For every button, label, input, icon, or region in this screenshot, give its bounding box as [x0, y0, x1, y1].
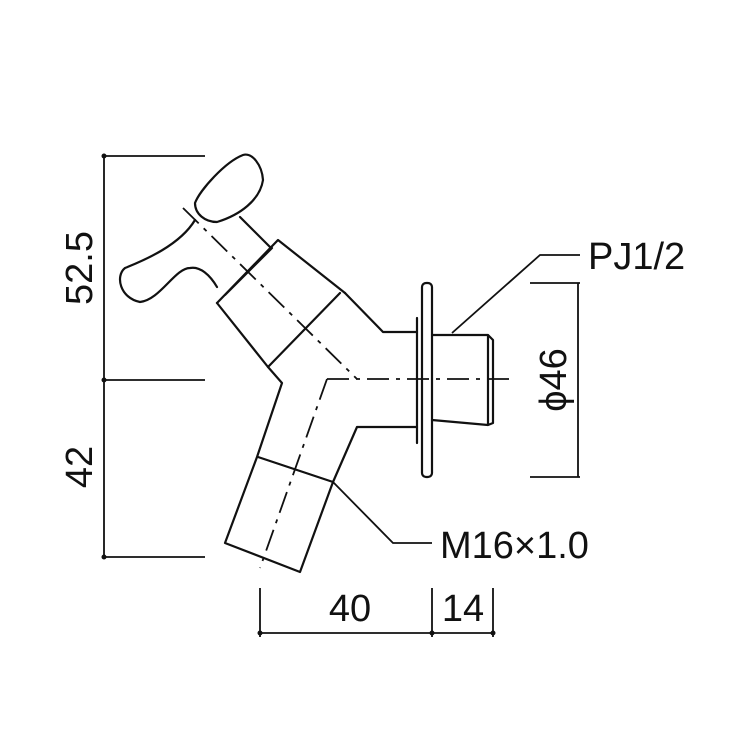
body — [215, 291, 419, 574]
dim-upper-height: 52.5 — [59, 231, 101, 305]
faucet-outline — [118, 153, 510, 574]
pipe-thread-body — [430, 333, 495, 427]
callout-pipe-thread: PJ1/2 — [588, 236, 685, 278]
dim-thread-length: 14 — [442, 588, 484, 630]
dimension-lines — [101, 153, 580, 637]
dim-spout-projection: 40 — [329, 588, 371, 630]
handle-lever — [193, 153, 265, 224]
handle-arm — [118, 218, 219, 304]
dim-lower-height: 42 — [59, 446, 101, 488]
leader-m16 — [332, 481, 432, 544]
callout-spout-thread: M16×1.0 — [440, 525, 589, 567]
flange — [420, 281, 434, 479]
center-line-handle — [182, 207, 358, 380]
center-line-spout — [259, 378, 328, 569]
handle-stem — [238, 215, 272, 249]
dim-flange-diameter: ϕ46 — [533, 348, 575, 412]
leader-pj — [451, 254, 580, 334]
